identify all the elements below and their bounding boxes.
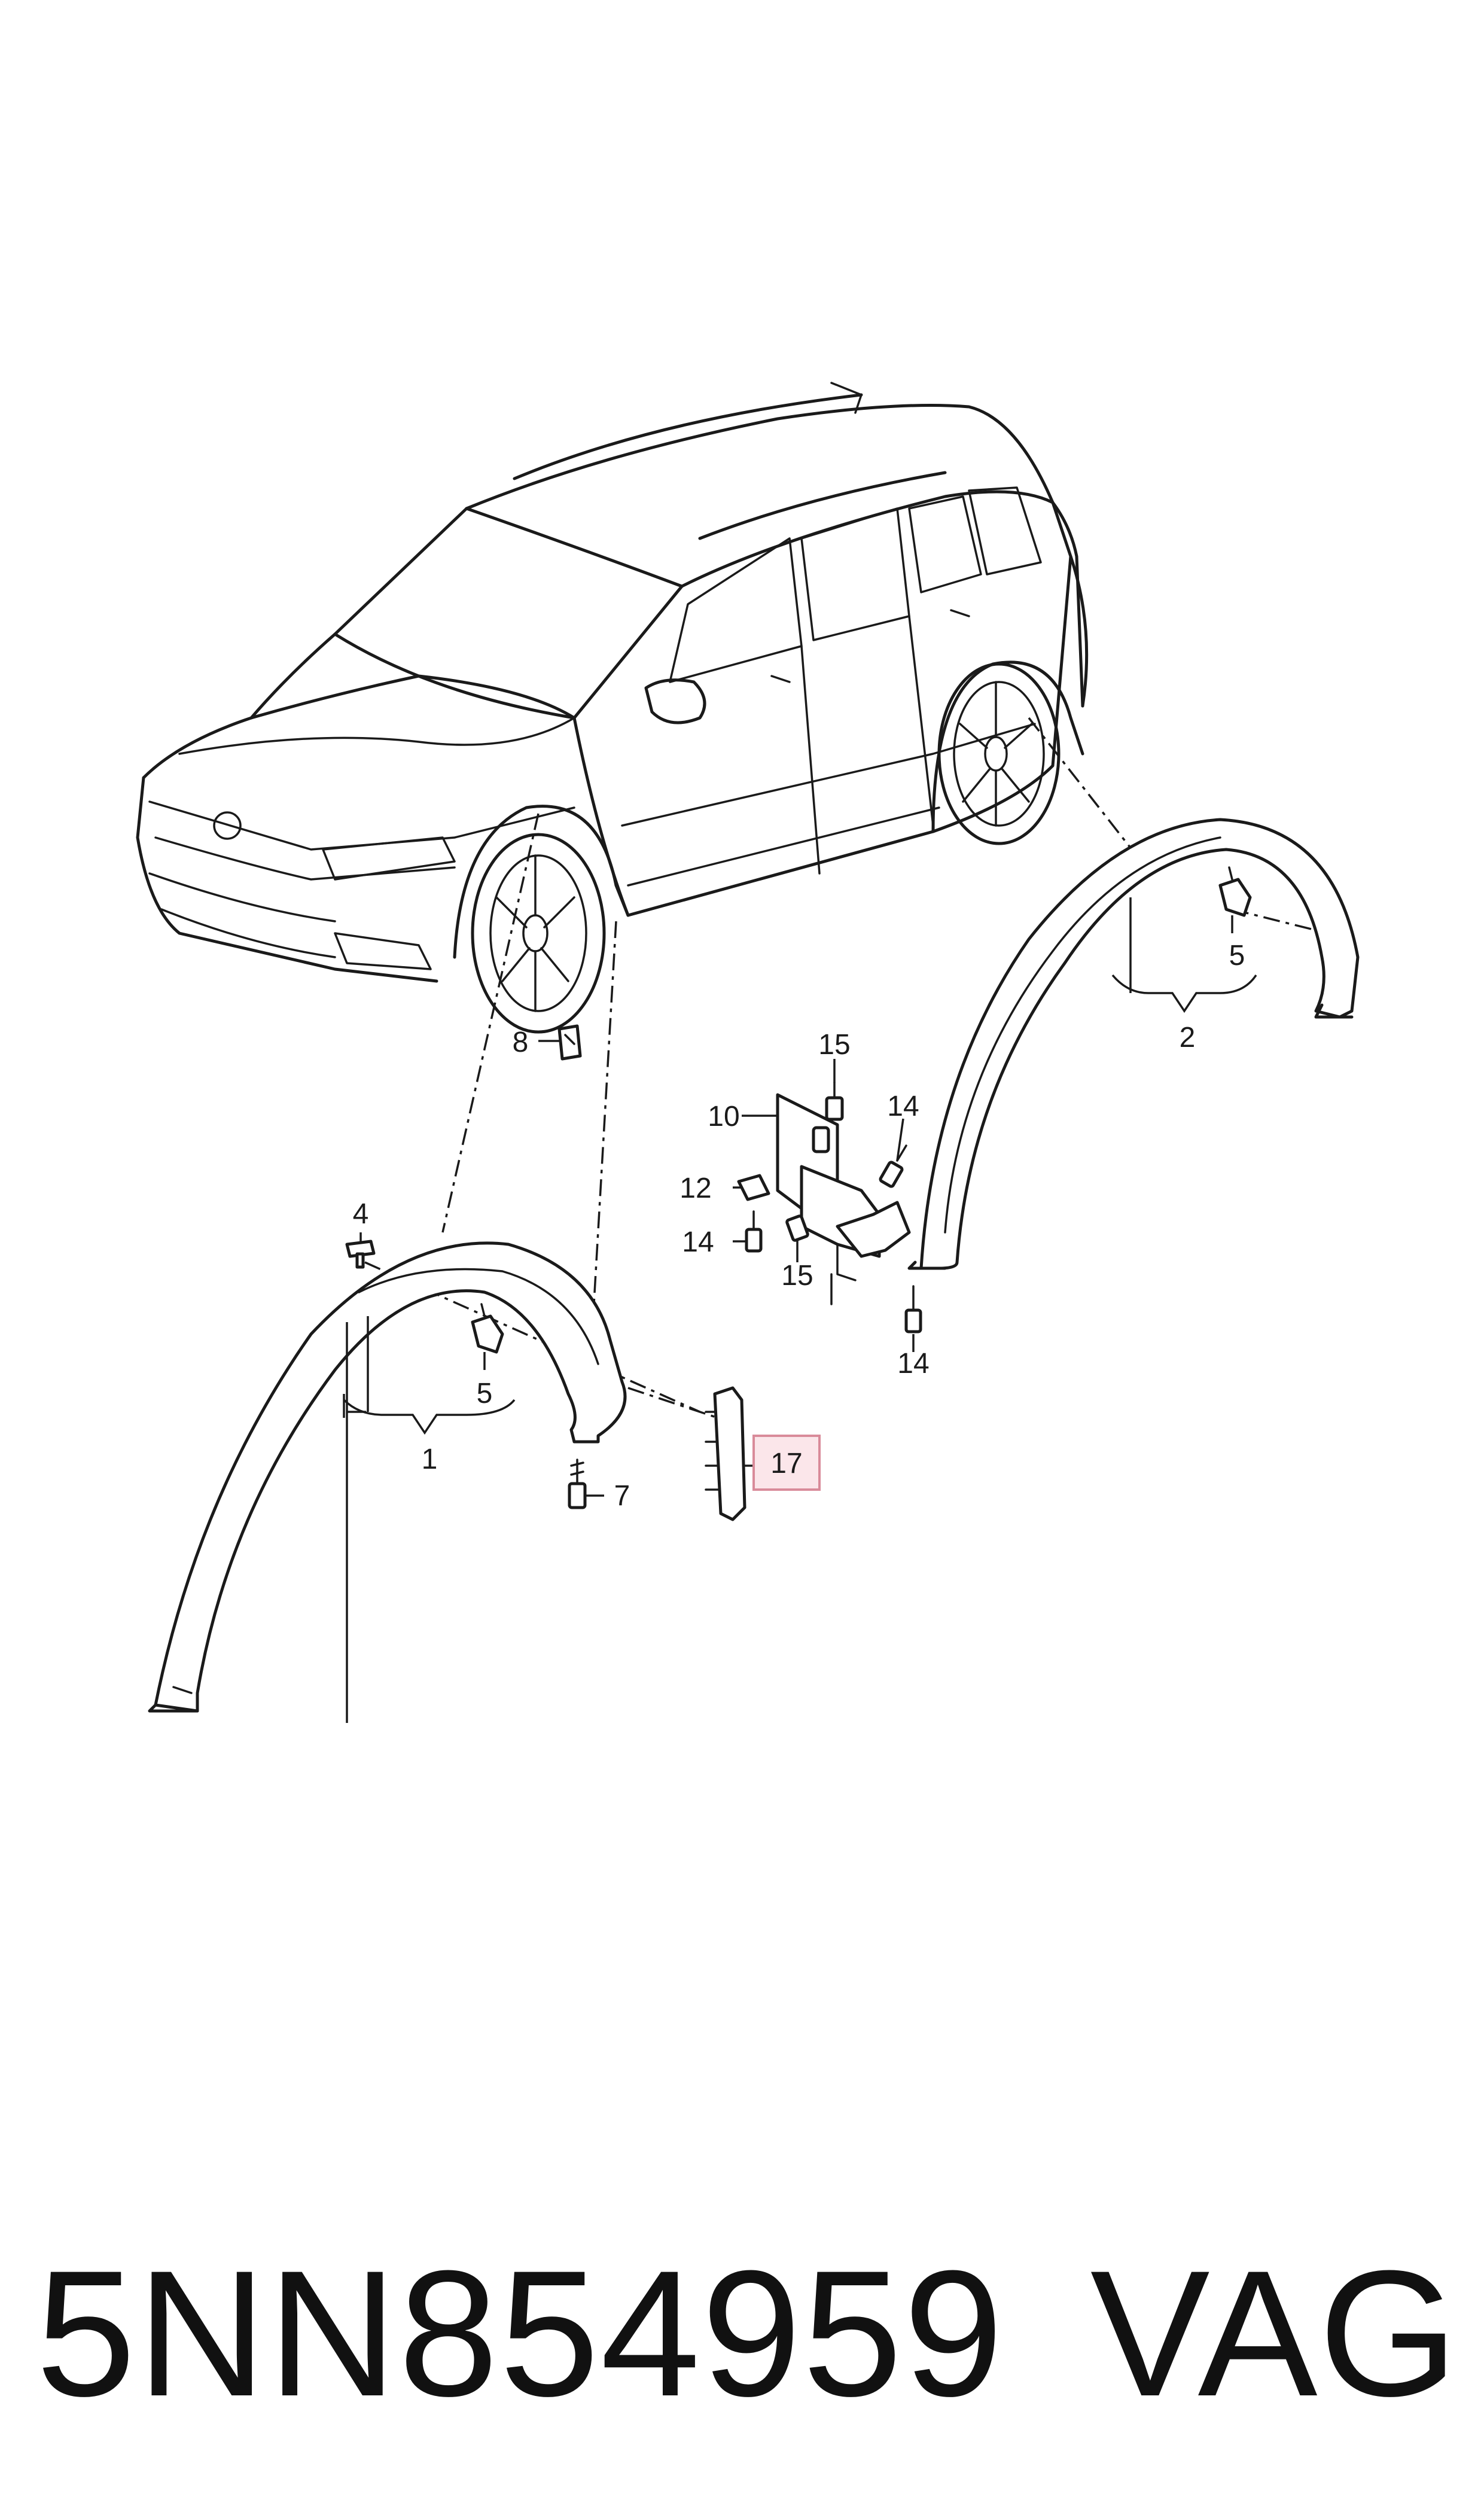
callout-14-left: 14 [682,1226,714,1258]
callout-1: 1 [422,1444,438,1475]
group-brackets [343,897,1257,1723]
screw-icon [785,1214,809,1242]
screw-icon [904,1285,922,1333]
leader-lines [359,915,1233,1497]
screw-icon [745,1210,763,1253]
callout-10: 10 [708,1101,739,1132]
callout-labels: 1 2 4 5 5 7 8 10 12 14 14 14 15 15 17 [353,940,1245,1512]
callout-14-right: 14 [887,1091,919,1122]
clip-icon [1218,866,1252,917]
callout-4: 4 [353,1198,369,1230]
callout-7: 7 [614,1480,630,1512]
fasteners [345,866,1252,1509]
part-number: 5NN854959 [36,2233,1005,2434]
callout-14-bottom: 14 [897,1348,929,1380]
callout-2: 2 [1180,1022,1196,1054]
clip-icon [737,1174,770,1201]
clip-icon [471,1303,504,1354]
clip-icon [345,1240,376,1269]
vehicle-illustration [136,382,1089,1034]
screw-icon [879,1144,907,1188]
nut-icon [557,1024,582,1061]
callout-5-rear: 5 [1229,940,1245,972]
callout-15-bottom: 15 [781,1260,813,1292]
screw-icon [568,1459,587,1509]
callout-17: 17 [770,1448,802,1479]
assembly-guide-lines [364,717,1328,1419]
footer-caption: 5NN854959 VAG [36,2225,1459,2441]
part-17-trim-strip [705,1386,746,1521]
callout-12: 12 [679,1173,711,1204]
front-wheel-arch-trim [148,1241,627,1713]
rear-wheel-arch-trim [907,818,1360,1270]
callout-8: 8 [513,1027,529,1058]
brand-label: VAG [1090,2233,1459,2434]
parts-diagram: 1 2 4 5 5 7 8 10 12 14 14 14 15 15 17 [136,382,1360,1723]
callout-5-front: 5 [477,1378,493,1409]
callout-17-highlight-box [752,1435,821,1491]
callout-15-top: 15 [818,1029,850,1061]
screw-icon [825,1082,844,1121]
